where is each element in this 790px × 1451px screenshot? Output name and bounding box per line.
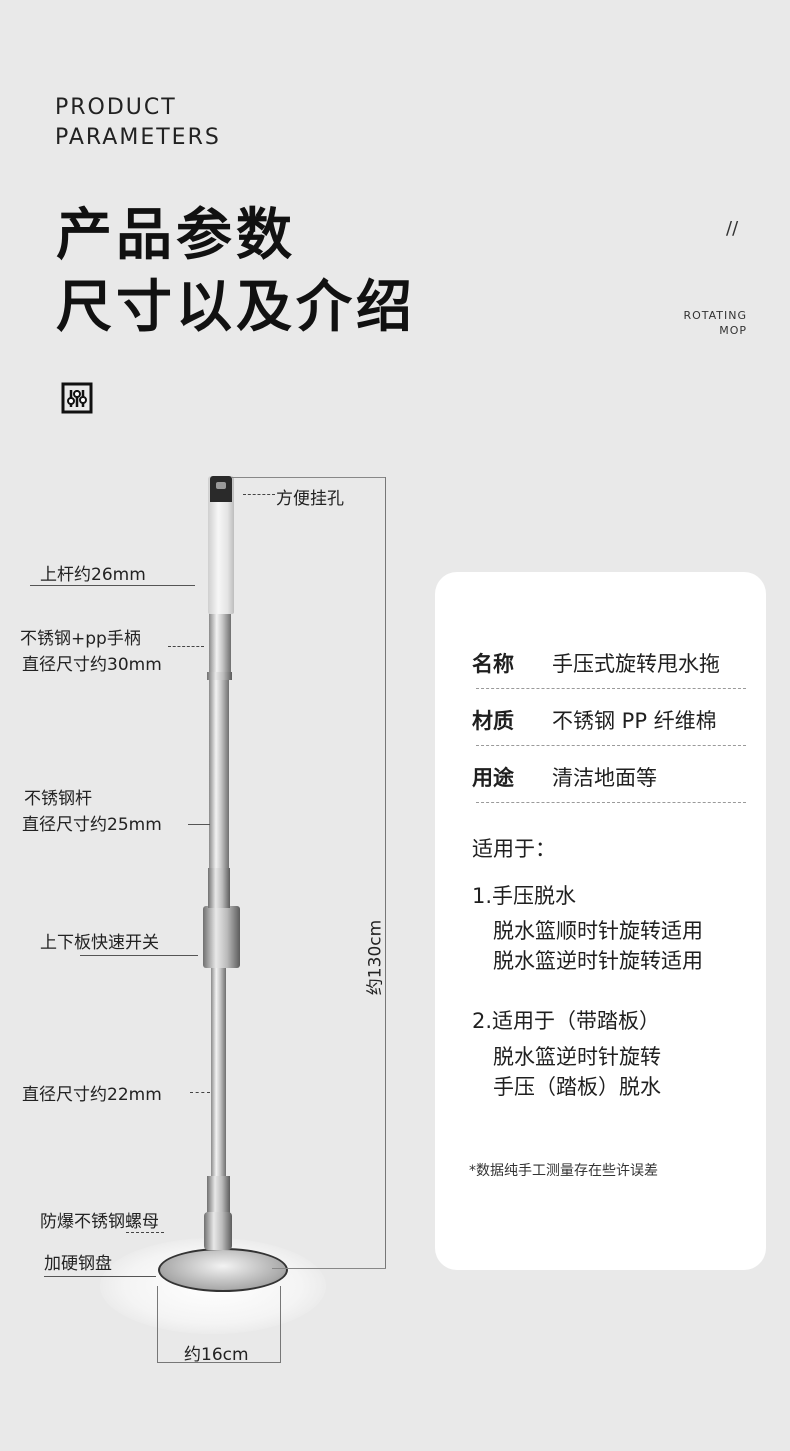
product-tag-line1: ROTATING	[683, 309, 747, 322]
height-dim-top	[232, 477, 386, 478]
measurement-note: *数据纯手工测量存在些许误差	[469, 1163, 658, 1179]
nut-collar	[207, 1176, 230, 1214]
label-rod-line2: 直径尺寸约25mm	[22, 815, 162, 835]
page-title-line2: 尺寸以及介绍	[56, 275, 416, 340]
underline-upper-rod	[30, 585, 195, 586]
middle-collar	[208, 868, 230, 908]
hanging-hole	[216, 482, 226, 489]
handle-cap	[210, 476, 232, 502]
item2-line1: 脱水篮逆时针旋转	[493, 1045, 661, 1069]
upper-pole	[209, 612, 231, 680]
width-dim-right	[280, 1286, 281, 1363]
label-width: 约16cm	[184, 1345, 249, 1365]
leader-hanging-hole	[243, 494, 275, 495]
middle-pole	[209, 676, 229, 908]
decorative-slash: //	[726, 218, 739, 239]
switch-block	[203, 906, 240, 968]
divider	[476, 745, 746, 746]
handle-collar	[207, 672, 232, 680]
width-dim-line	[157, 1362, 281, 1363]
spec-value: 清洁地面等	[552, 766, 657, 790]
spec-key: 名称	[472, 652, 514, 676]
spec-key: 用途	[472, 766, 514, 790]
lower-pole	[211, 965, 226, 1177]
page-title: 产品参数 尺寸以及介绍	[56, 200, 416, 344]
item1-line1: 脱水篮顺时针旋转适用	[493, 919, 703, 943]
item1-line2: 脱水篮逆时针旋转适用	[493, 949, 703, 973]
leader-handle	[168, 646, 204, 647]
label-upper-rod: 上杆约26mm	[40, 565, 146, 585]
height-dim-line	[385, 477, 386, 1269]
divider	[476, 688, 746, 689]
english-heading: PRODUCT PARAMETERS	[55, 93, 221, 153]
label-handle-line2: 直径尺寸约30mm	[22, 655, 162, 675]
label-nut: 防爆不锈钢螺母	[40, 1212, 159, 1232]
english-heading-line2: PARAMETERS	[55, 125, 221, 150]
label-rod-line1: 不锈钢杆	[24, 789, 92, 809]
spec-card: 名称 手压式旋转甩水拖 材质 不锈钢 PP 纤维棉 用途 清洁地面等 适用于： …	[435, 572, 766, 1270]
spec-value: 不锈钢 PP 纤维棉	[552, 709, 717, 733]
settings-sliders-icon	[61, 382, 93, 414]
label-plate: 加硬钢盘	[44, 1254, 112, 1274]
divider	[476, 802, 746, 803]
page-title-line1: 产品参数	[56, 203, 296, 268]
leader-lower-rod	[190, 1092, 210, 1093]
label-switch: 上下板快速开关	[40, 933, 159, 953]
item2-line2: 手压（踏板）脱水	[493, 1075, 661, 1099]
height-dim-bottom	[272, 1268, 386, 1269]
steel-plate	[158, 1248, 288, 1292]
label-handle-line1: 不锈钢+pp手柄	[20, 629, 141, 649]
label-height: 约130cm	[365, 919, 386, 996]
item1-title: 1.手压脱水	[472, 884, 577, 908]
spec-value: 手压式旋转甩水拖	[552, 652, 720, 676]
underline-switch	[80, 955, 198, 956]
underline-plate	[44, 1276, 156, 1277]
pivot-joint	[204, 1212, 232, 1250]
label-lower-rod: 直径尺寸约22mm	[22, 1085, 162, 1105]
label-hanging-hole: 方便挂孔	[276, 489, 344, 509]
width-dim-left	[157, 1286, 158, 1363]
product-tag: ROTATING MOP	[683, 308, 747, 338]
leader-nut	[126, 1232, 164, 1233]
spec-key: 材质	[472, 709, 514, 733]
product-tag-line2: MOP	[719, 324, 747, 337]
english-heading-line1: PRODUCT	[55, 95, 177, 120]
leader-rod	[188, 824, 210, 825]
item2-title: 2.适用于（带踏板）	[472, 1009, 661, 1033]
applicable-title: 适用于：	[472, 837, 556, 861]
